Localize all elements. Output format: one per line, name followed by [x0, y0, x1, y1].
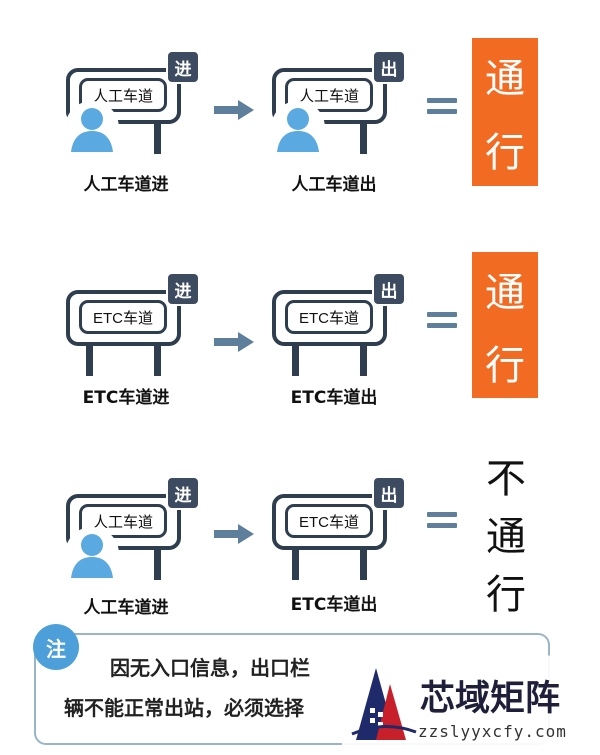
- board-leg: [292, 550, 299, 580]
- board-leg: [154, 550, 161, 580]
- arrow-right-icon: [214, 332, 254, 352]
- exit-caption-row3: ETC车道出: [290, 595, 378, 615]
- entry-caption-row1: 人工车道进: [83, 175, 169, 195]
- board-leg: [360, 550, 367, 580]
- result-char: 通: [485, 269, 525, 316]
- result-char: 行: [486, 572, 526, 618]
- person-icon: [65, 527, 119, 581]
- result-no-pass-row3: 不 通 行: [476, 446, 536, 618]
- arrow-right-icon: [214, 524, 254, 544]
- board-leg: [292, 346, 299, 376]
- result-char: 行: [485, 130, 525, 176]
- board-plate: 人工车道: [285, 78, 373, 112]
- watermark-name: 芯域矩阵: [420, 678, 561, 719]
- result-char: 行: [485, 342, 525, 389]
- board-plate: ETC车道: [285, 300, 373, 334]
- exit-badge: 出: [372, 476, 406, 510]
- entry-badge: 进: [166, 476, 200, 510]
- exit-badge: 出: [372, 50, 406, 84]
- board-plate: ETC车道: [79, 300, 167, 334]
- entry-badge: 进: [166, 272, 200, 306]
- exit-caption-row1: 人工车道出: [291, 175, 377, 195]
- entry-caption-row2: ETC车道进: [82, 388, 170, 408]
- arrow-right-icon: [214, 100, 254, 120]
- person-icon: [271, 101, 325, 155]
- board-leg: [154, 124, 161, 154]
- result-char: 通: [486, 514, 526, 560]
- note-badge: 注: [33, 624, 79, 670]
- result-pass-row1: 通 行: [472, 38, 538, 186]
- building-logo-icon: [351, 668, 417, 740]
- board-leg: [154, 346, 161, 376]
- result-pass-row2: 通 行: [472, 252, 538, 398]
- board-plate: ETC车道: [285, 504, 373, 538]
- entry-caption-row3: 人工车道进: [83, 598, 169, 618]
- person-icon: [65, 101, 119, 155]
- result-char: 通: [485, 56, 525, 102]
- watermark-url: zzslyyxcfy.com: [418, 722, 567, 741]
- equals-sign: [427, 310, 457, 330]
- board-leg: [360, 124, 367, 154]
- board-leg: [86, 346, 93, 376]
- note-line-1: 因无入口信息，出口栏: [110, 656, 310, 680]
- equals-sign: [427, 96, 457, 116]
- note-line-2: 辆不能正常出站，必须选择: [64, 696, 304, 720]
- exit-caption-row2: ETC车道出: [290, 388, 378, 408]
- entry-badge: 进: [166, 50, 200, 84]
- equals-sign: [427, 510, 457, 530]
- result-char: 不: [486, 456, 526, 502]
- exit-badge: 出: [372, 272, 406, 306]
- board-leg: [360, 346, 367, 376]
